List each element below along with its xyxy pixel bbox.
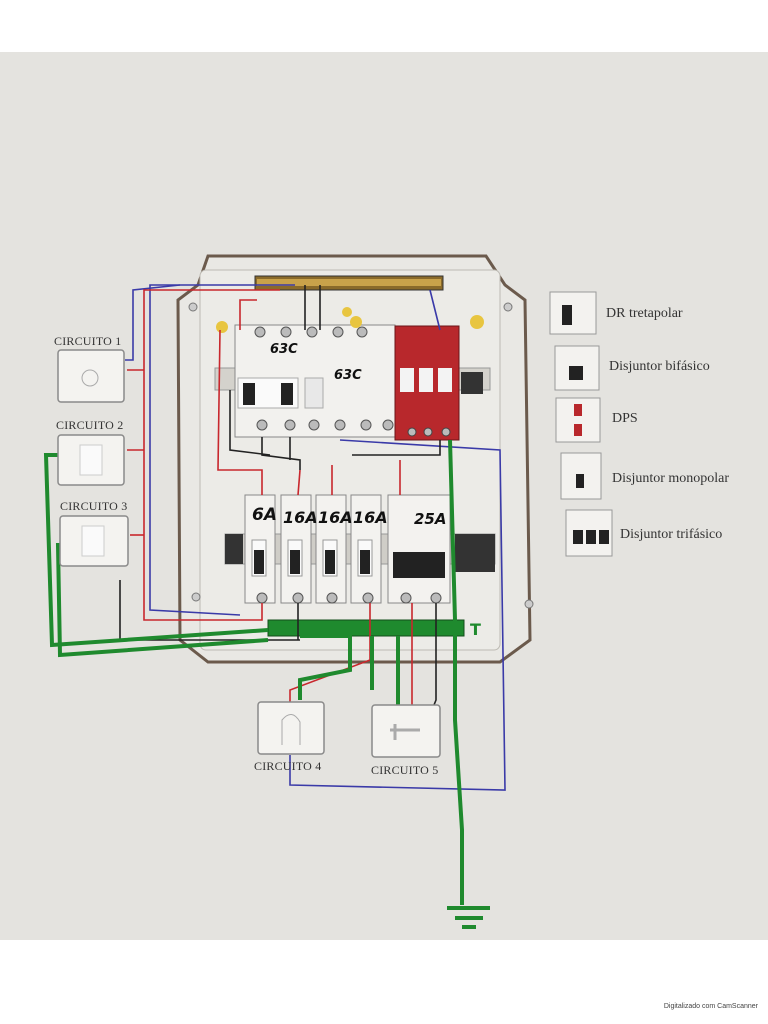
circuit-3-switch: [59, 515, 129, 567]
legend-monopolar-label: Disjuntor monopolar: [612, 471, 730, 486]
legend-dr-label: DR tretapolar: [606, 306, 683, 321]
dps-device: [394, 325, 460, 441]
legend-bifasico-label: Disjuntor bifásico: [609, 359, 710, 374]
legend-trifasico-label: Disjuntor trifásico: [620, 527, 723, 542]
legend-dps-label: DPS: [612, 411, 638, 426]
legend-bifasico-icon: [554, 345, 600, 391]
earth-ground-icon: [447, 906, 490, 929]
circuit-1-label: CIRCUITO 1: [54, 334, 122, 348]
circuit-4-outlet: [257, 701, 325, 755]
dr-tetrapolar-device: [234, 324, 396, 438]
circuit-5-label: CIRCUITO 5: [371, 763, 439, 777]
scanner-footer: Digitalizado com CamScanner: [663, 1003, 758, 1010]
circuit-3-label: CIRCUITO 3: [60, 499, 128, 513]
legend-trifasico-icon: [565, 509, 613, 557]
bifasico-rating: 63C: [334, 368, 362, 383]
breaker-4-rating: 16A: [353, 508, 388, 527]
ground-bus-bar: [267, 619, 465, 637]
circuit-1-socket: [57, 349, 125, 403]
legend-monopolar-icon: [560, 452, 602, 500]
neutral-wires: [125, 284, 506, 791]
legend-dps-icon: [555, 397, 601, 443]
legend-dr-icon: [549, 291, 597, 335]
svg-text:T: T: [470, 620, 481, 639]
circuit-2-switch: [57, 434, 125, 486]
circuit-4-label: CIRCUITO 4: [254, 759, 322, 773]
breaker-row: [244, 494, 451, 604]
neutral-bus-bar: [254, 275, 444, 291]
breaker-1-rating: 6A: [252, 505, 277, 525]
circuit-2-label: CIRCUITO 2: [56, 418, 124, 432]
breaker-3-rating: 16A: [318, 508, 353, 527]
dr-rating: 63C: [270, 342, 298, 357]
circuit-5-shower: [371, 704, 441, 758]
breaker-5-rating: 25A: [414, 510, 447, 528]
breaker-2-rating: 16A: [283, 508, 318, 527]
